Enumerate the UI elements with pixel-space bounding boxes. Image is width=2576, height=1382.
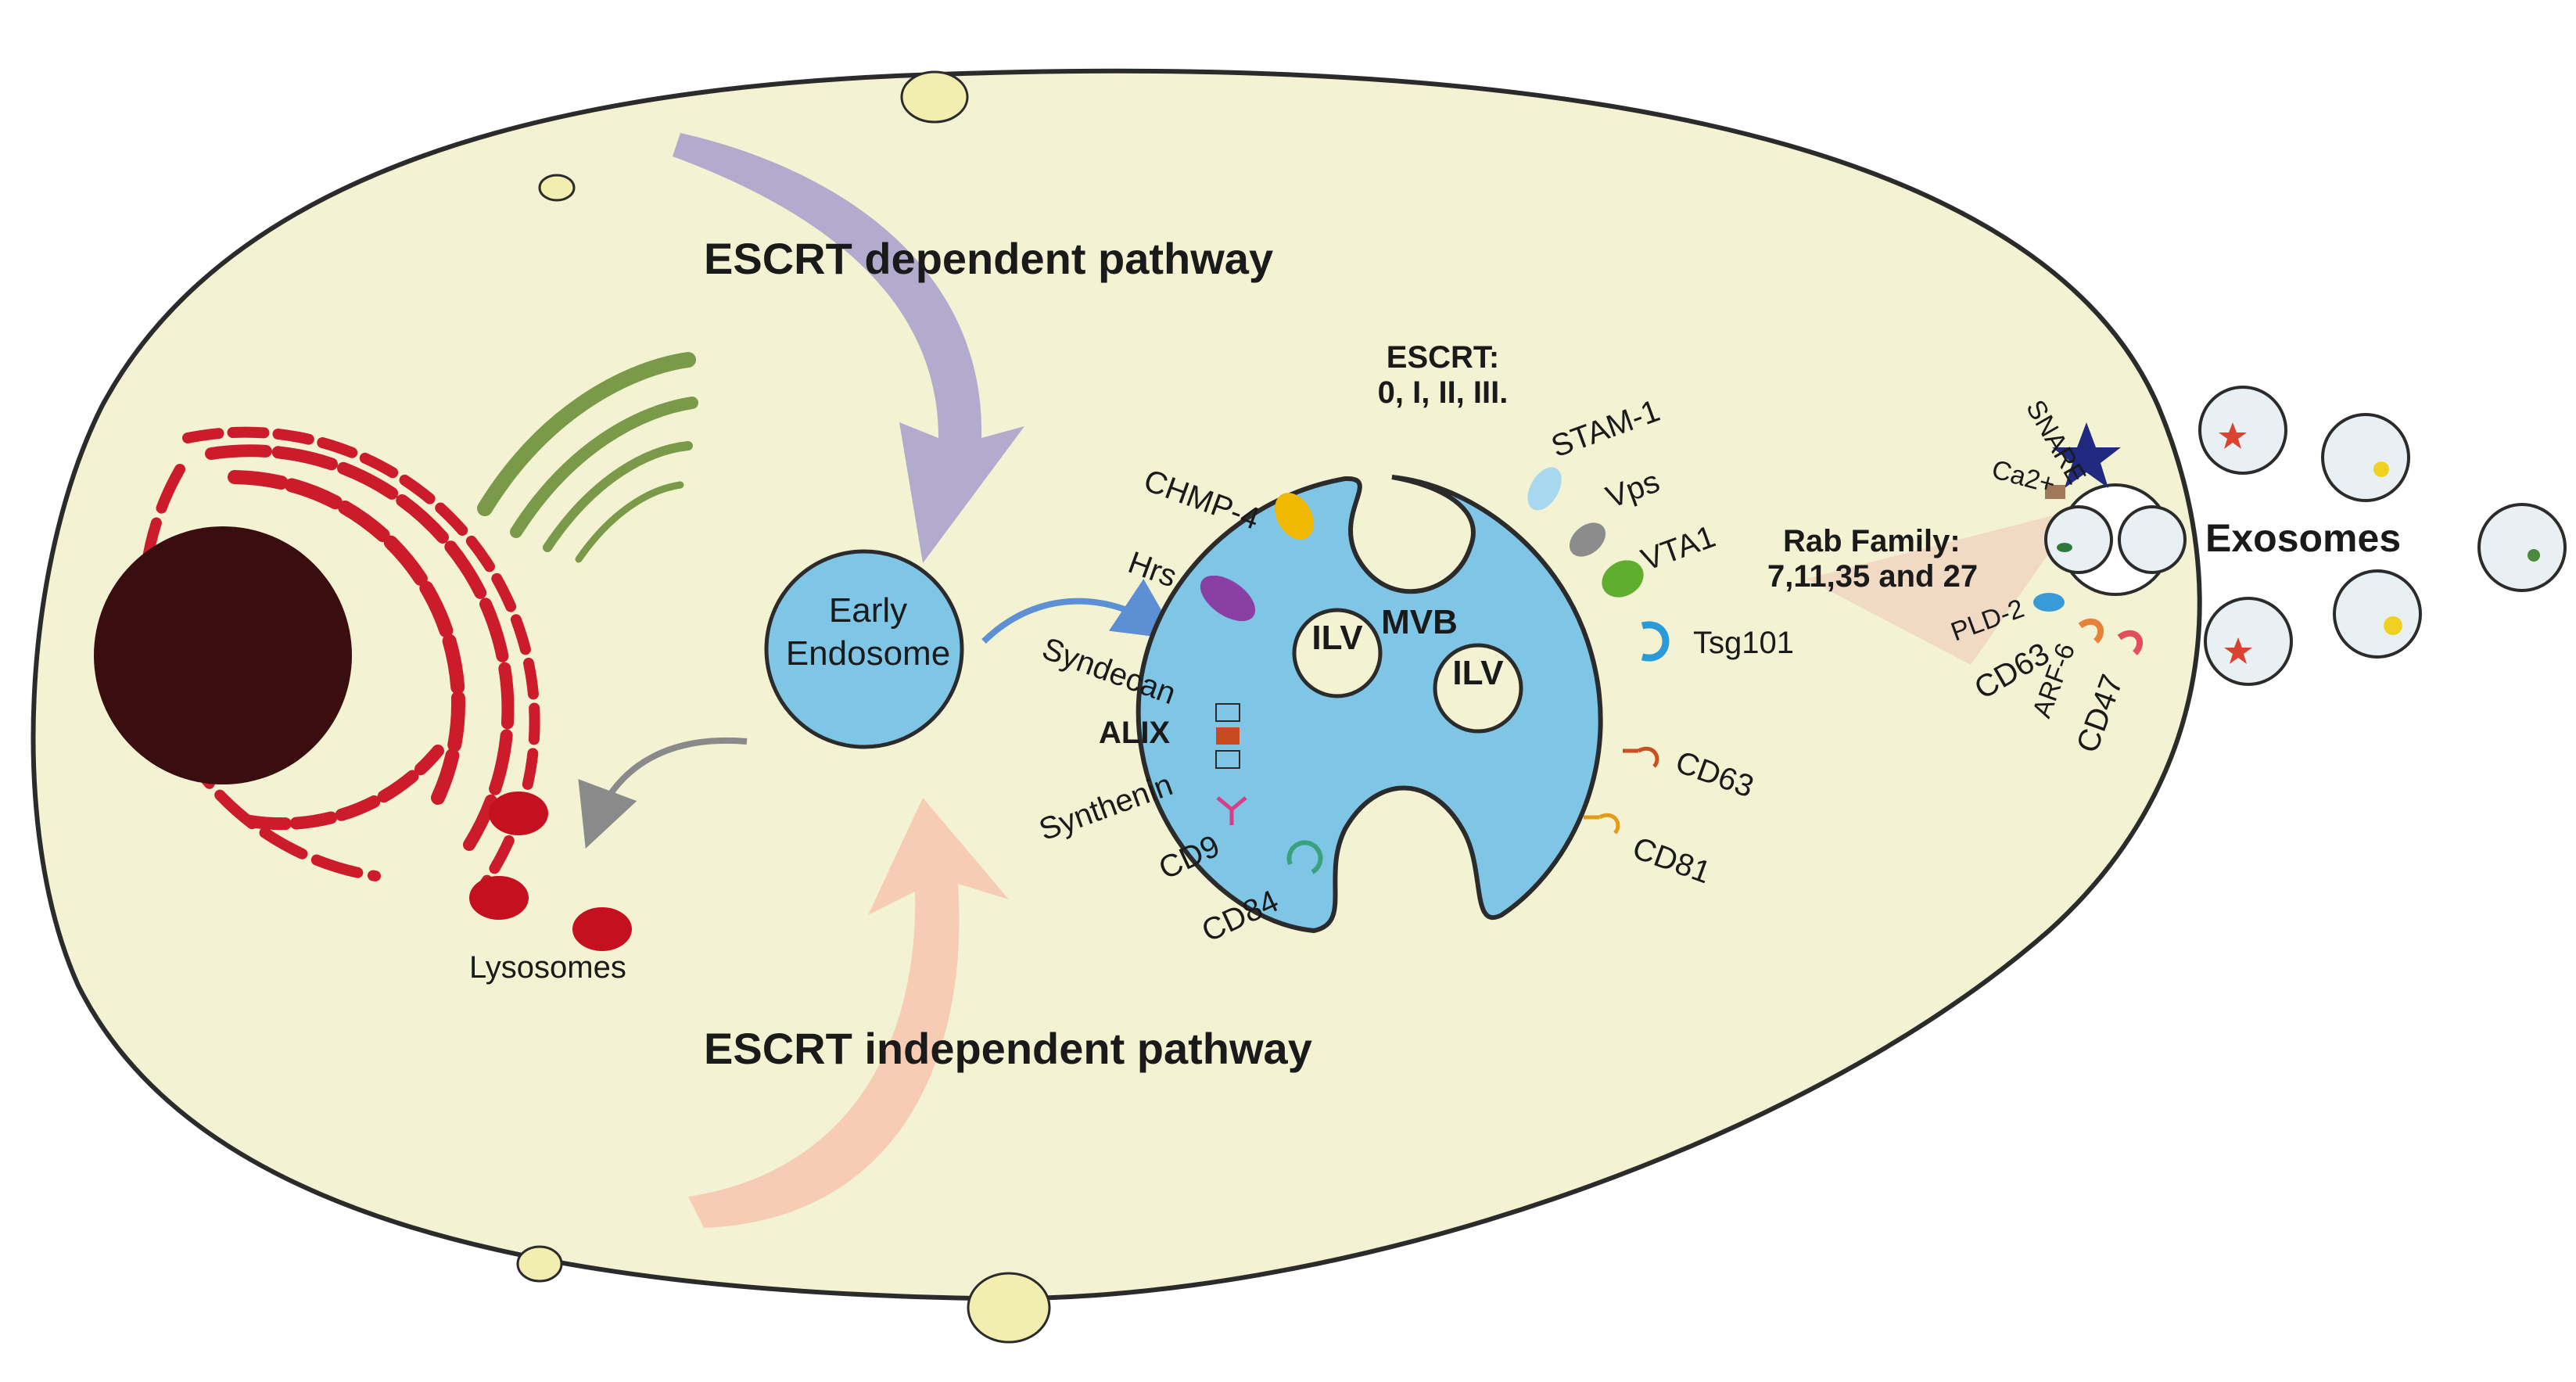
blue-arrow-to-mvb (981, 579, 1179, 644)
grey-arrow-to-lysosomes (578, 737, 748, 849)
exosome-cargo (2057, 422, 2540, 664)
mvb-membrane-proteins (1200, 467, 1670, 874)
lysosomes (469, 792, 632, 951)
early-endosome (764, 549, 964, 749)
golgi-apparatus (477, 352, 698, 563)
membrane-bud-bottom-large (967, 1272, 1051, 1344)
lysosomes-label: Lysosomes (469, 950, 626, 985)
mvb (1136, 475, 1603, 934)
early-endosome-label-line2: Endosome (786, 634, 950, 673)
ilv-right (1433, 643, 1523, 734)
snare-star-icon (2052, 422, 2121, 488)
escrt-dependent-arrow (673, 133, 1024, 563)
label-alix: ALIX (1099, 716, 1170, 750)
membrane-bud-top (900, 70, 969, 124)
exosomes (2044, 386, 2567, 686)
ilv-right-label: ILV (1452, 654, 1504, 692)
mvb-label: MVB (1381, 603, 1458, 641)
early-endosome-label-line1: Early (829, 591, 907, 630)
cell-membrane (30, 68, 2202, 1301)
ilv-left (1292, 608, 1383, 698)
rab-family-label-line2: 7,11,35 and 27 (1767, 559, 1978, 594)
rab-family-arrow (1806, 508, 2080, 665)
membrane-bud-left (538, 174, 576, 202)
rab-family-label-line1: Rab Family: (1783, 524, 1961, 558)
membrane-bud-bottom-small (516, 1245, 563, 1283)
escrt-label-line1: ESCRT: (1387, 340, 1499, 375)
nucleus (94, 526, 352, 784)
escrt-label-line2: 0, I, II, III. (1378, 375, 1509, 410)
escrt-dependent-label: ESCRT dependent pathway (704, 234, 1273, 283)
exosomes-label: Exosomes (2205, 516, 2401, 560)
escrt-independent-arrow (688, 798, 1009, 1228)
ilv-left-label: ILV (1311, 619, 1363, 657)
release-proteins (2033, 485, 2143, 655)
label-tsg101: Tsg101 (1693, 626, 1794, 660)
escrt-independent-label: ESCRT independent pathway (704, 1024, 1312, 1073)
